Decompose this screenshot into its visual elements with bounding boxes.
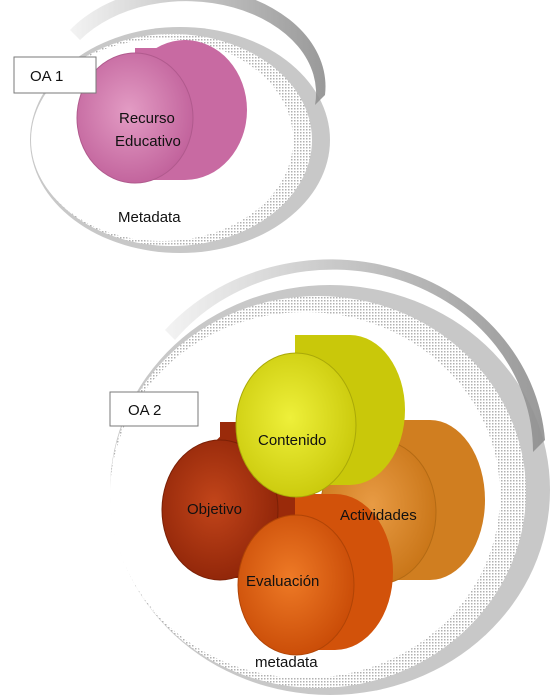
oa1-metadata-label: Metadata — [118, 209, 181, 226]
oa1-recurso-label-line2: Educativo — [115, 133, 181, 150]
evaluacion-cylinder — [237, 494, 393, 656]
contenido-label: Contenido — [258, 432, 326, 449]
contenido-cylinder — [235, 335, 405, 498]
evaluacion-label: Evaluación — [246, 573, 319, 590]
oa1-group: OA 1 Recurso Educativo Metadata — [13, 0, 330, 253]
oa1-tag: OA 1 — [13, 56, 97, 94]
oa1-recurso-label-line1: Recurso — [119, 110, 175, 127]
oa2-metadata-label: metadata — [255, 654, 318, 671]
oa1-recurso-cylinder — [76, 40, 247, 184]
oa2-tag-text: OA 2 — [128, 402, 161, 419]
actividades-label: Actividades — [340, 507, 417, 524]
oa1-tag-text: OA 1 — [30, 68, 63, 85]
objetivo-label: Objetivo — [187, 501, 242, 518]
oa2-group: OA 2 Contenido Objetivo Actividades Eval… — [109, 259, 550, 695]
oa2-tag: OA 2 — [109, 391, 199, 427]
